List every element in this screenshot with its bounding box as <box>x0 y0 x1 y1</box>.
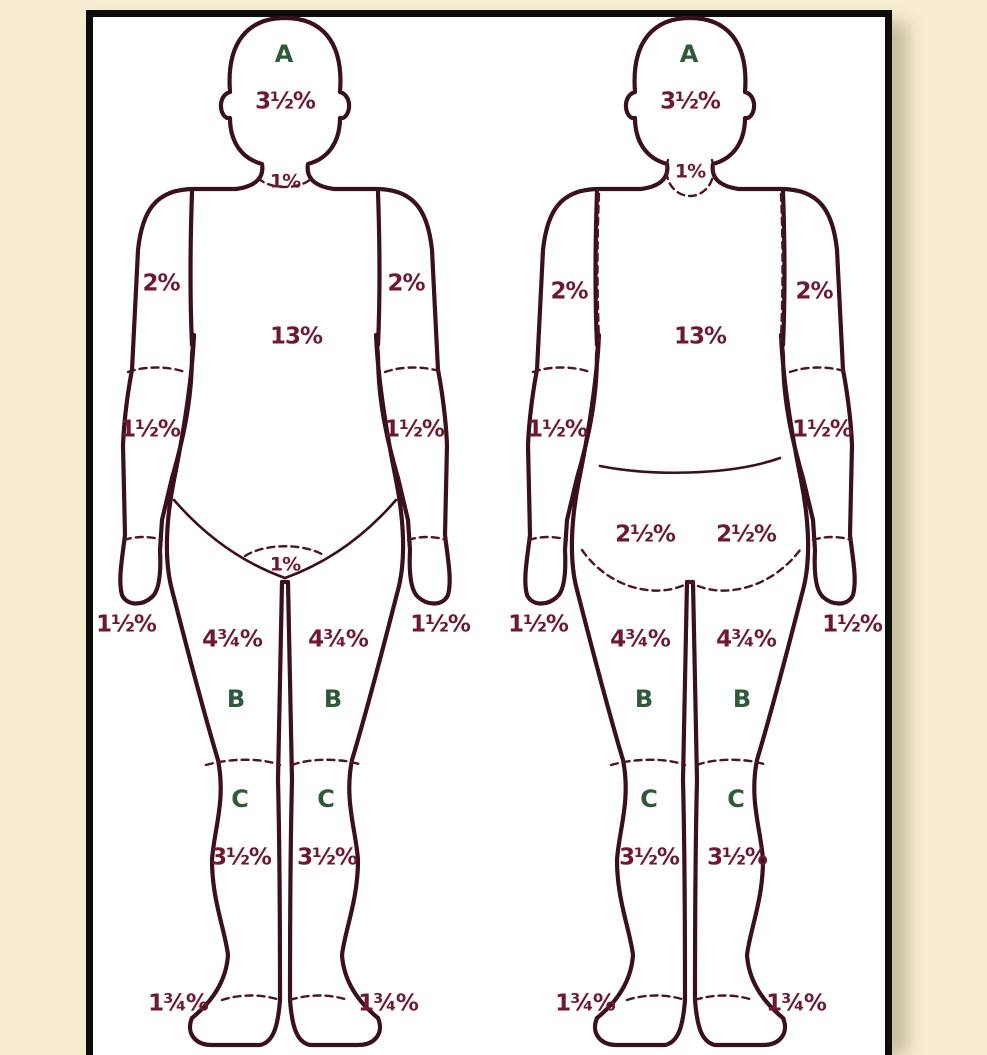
back-foot-right-percent: 1¾% <box>766 991 827 1017</box>
front-hand-left-percent: 1½% <box>96 612 157 638</box>
back-neck-percent: 1% <box>675 161 706 183</box>
back-wrist-left <box>529 537 567 540</box>
front-hand-right-percent: 1½% <box>410 612 471 638</box>
front-armpit-right <box>378 192 380 345</box>
front-elbow-left <box>128 368 185 373</box>
back-buttock-right-percent: 2½% <box>716 522 777 548</box>
front-ankle-left <box>222 996 280 1001</box>
back-head-zone-label: A <box>680 40 699 68</box>
back-hand-right-percent: 1½% <box>822 612 883 638</box>
back-waist-line <box>600 458 780 473</box>
front-thigh-left-zone-label: B <box>227 685 245 713</box>
front-genital-percent: 1% <box>270 554 301 576</box>
back-elbow-left <box>533 368 590 373</box>
front-leg-left-percent: 3½% <box>211 845 272 871</box>
front-leg-left-zone-label: C <box>231 785 249 813</box>
front-forearm-right-percent: 1½% <box>384 417 445 443</box>
back-forearm-left-percent: 1½% <box>527 417 588 443</box>
back-head-percent: 3½% <box>660 89 721 115</box>
back-leg-right-percent: 3½% <box>707 845 768 871</box>
back-leg-right-zone-label: C <box>727 785 745 813</box>
back-foot-left-percent: 1¾% <box>555 991 616 1017</box>
front-thigh-left-percent: 4¾% <box>202 627 263 653</box>
front-elbow-right <box>385 368 442 373</box>
back-buttock-left-percent: 2½% <box>615 522 676 548</box>
front-thigh-right-zone-label: B <box>324 685 342 713</box>
front-neck-percent: 1% <box>270 171 301 193</box>
front-foot-left-percent: 1¾% <box>148 991 209 1017</box>
front-trunk-percent: 13% <box>270 324 323 350</box>
front-thigh-right-percent: 4¾% <box>308 627 369 653</box>
front-armpit-left <box>191 192 193 345</box>
front-upper-arm-right-percent: 2% <box>387 271 425 297</box>
front-head-zone-label: A <box>275 40 294 68</box>
back-trunk-percent: 13% <box>674 324 727 350</box>
front-wrist-right <box>408 537 446 540</box>
back-leg-left-zone-label: C <box>640 785 658 813</box>
front-ankle-right <box>290 996 348 1001</box>
front-upper-arm-left-percent: 2% <box>142 271 180 297</box>
front-forearm-left-percent: 1½% <box>120 417 181 443</box>
front-wrist-left <box>124 537 162 540</box>
back-ankle-left <box>627 996 685 1001</box>
back-upper-arm-right-percent: 2% <box>795 279 833 305</box>
back-hand-left-percent: 1½% <box>508 612 569 638</box>
back-upper-arm-left-percent: 2% <box>550 279 588 305</box>
front-head-percent: 3½% <box>255 89 316 115</box>
back-forearm-right-percent: 1½% <box>792 417 853 443</box>
back-thigh-left-percent: 4¾% <box>610 627 671 653</box>
back-ankle-right <box>695 996 753 1001</box>
front-leg-right-zone-label: C <box>317 785 335 813</box>
front-foot-right-percent: 1¾% <box>358 991 419 1017</box>
front-leg-right-percent: 3½% <box>297 845 358 871</box>
back-thigh-right-percent: 4¾% <box>716 627 777 653</box>
back-leg-left-percent: 3½% <box>619 845 680 871</box>
back-thigh-right-zone-label: B <box>733 685 751 713</box>
back-thigh-left-zone-label: B <box>635 685 653 713</box>
back-wrist-right <box>813 537 851 540</box>
back-elbow-right <box>790 368 847 373</box>
